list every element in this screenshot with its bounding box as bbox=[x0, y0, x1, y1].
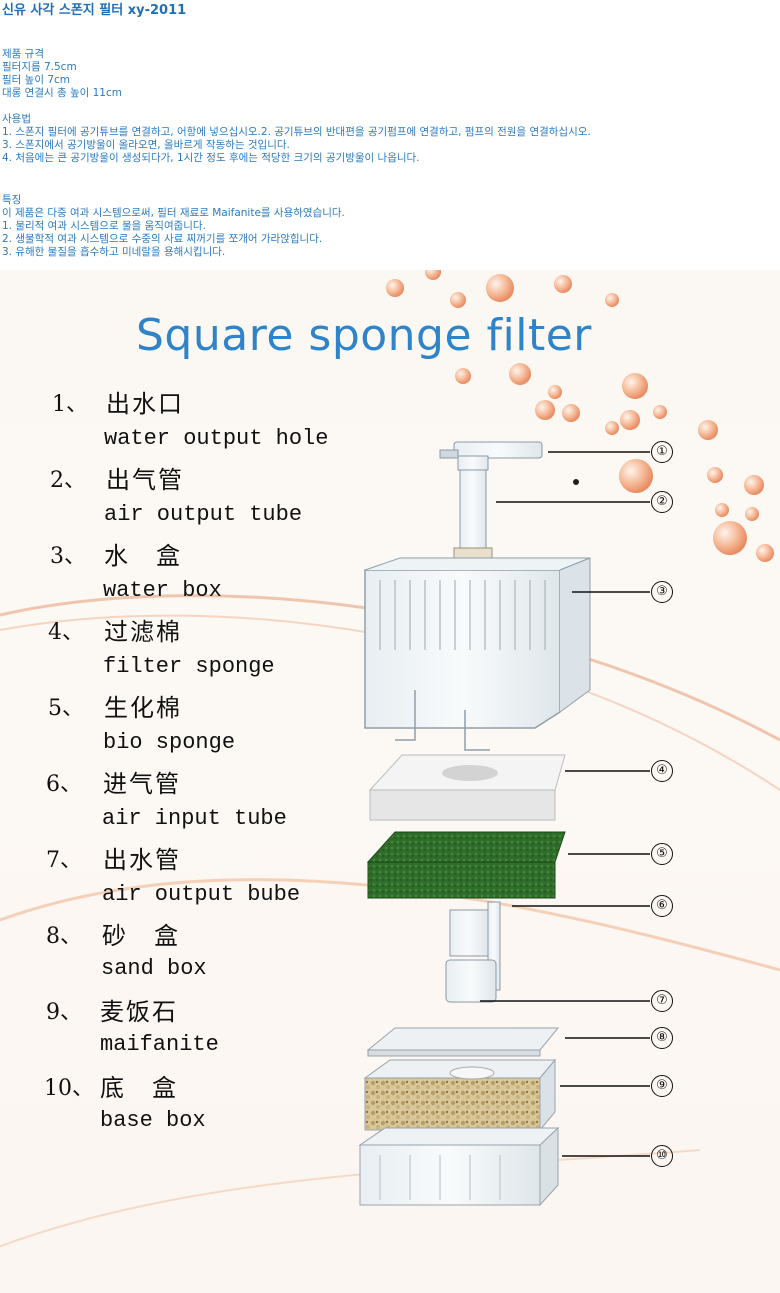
legend-number: 6、 bbox=[46, 772, 82, 797]
legend-number: 5、 bbox=[48, 696, 84, 721]
legend-chinese: 出气管 bbox=[106, 466, 184, 494]
legend-english: water box bbox=[103, 578, 222, 603]
legend-english: air output tube bbox=[104, 502, 303, 527]
dust-speck bbox=[573, 479, 579, 485]
callout-marker: ⑩ bbox=[651, 1145, 673, 1167]
usage-line: 3. 스폰지에서 공기방울이 올라오면, 올바르게 작동하는 것입니다. bbox=[2, 139, 290, 151]
product-description: 신유 사각 스폰지 필터 xy-2011 제품 규격 필터지름 7.5cm 필터… bbox=[0, 0, 780, 270]
legend-chinese: 水 盒 bbox=[104, 542, 182, 570]
water-output-hole-part bbox=[439, 441, 543, 471]
air-output-tube-bottom-part bbox=[445, 909, 497, 1003]
feature-line: 이 제품은 다중 여과 시스템으로써, 필터 재료로 Maifanite를 사용… bbox=[2, 207, 345, 219]
legend-chinese: 底 盒 bbox=[100, 1074, 178, 1102]
bio-sponge-part bbox=[366, 831, 566, 899]
legend-english: bio sponge bbox=[103, 730, 236, 755]
feature-heading: 특징 bbox=[2, 194, 22, 206]
legend-english: air output bube bbox=[102, 882, 301, 907]
poster-artwork bbox=[0, 270, 780, 1248]
callout-marker: ① bbox=[651, 441, 673, 463]
filter-sponge-part bbox=[368, 754, 566, 821]
legend-number: 4、 bbox=[48, 620, 84, 645]
legend-english: sand box bbox=[101, 956, 207, 981]
legend-number: 3、 bbox=[50, 544, 86, 569]
legend-chinese: 麦饭石 bbox=[100, 998, 178, 1026]
legend-english: maifanite bbox=[100, 1032, 219, 1057]
legend-number: 7、 bbox=[46, 848, 82, 873]
legend-number: 1、 bbox=[52, 392, 88, 417]
product-title: 신유 사각 스폰지 필터 xy-2011 bbox=[2, 3, 187, 18]
legend-chinese: 砂 盒 bbox=[102, 922, 180, 950]
leader-lines bbox=[480, 451, 650, 1157]
legend-chinese: 生化棉 bbox=[104, 694, 182, 722]
spec-line: 대롱 연결시 총 높이 11cm bbox=[2, 87, 122, 99]
water-box-part bbox=[364, 557, 591, 751]
legend-number: 8、 bbox=[46, 924, 82, 949]
swoosh-line bbox=[0, 1149, 701, 1248]
base-box-part bbox=[358, 1126, 560, 1207]
feature-line: 2. 생물학적 여과 시스템으로 수중의 사료 찌꺼기를 쪼개어 가라앉힙니다. bbox=[2, 233, 323, 245]
callout-marker: ⑦ bbox=[651, 990, 673, 1012]
usage-heading: 사용법 bbox=[2, 113, 31, 125]
bubble-decoration bbox=[386, 270, 774, 562]
usage-line: 4. 처음에는 큰 공기방울이 생성되다가, 1시간 정도 후에는 적당한 크기… bbox=[2, 152, 420, 164]
callout-marker: ⑨ bbox=[651, 1075, 673, 1097]
legend-english: filter sponge bbox=[103, 654, 275, 679]
filter-diagram-poster: Square sponge filter 1、 出水口 water output… bbox=[0, 270, 780, 1293]
callout-marker: ⑥ bbox=[651, 895, 673, 917]
feature-line: 3. 유해한 물질을 흡수하고 미네랄을 용해시킵니다. bbox=[2, 246, 226, 258]
legend-number: 9、 bbox=[46, 1000, 82, 1025]
legend-english: water output hole bbox=[104, 426, 329, 451]
legend-chinese: 出水管 bbox=[103, 846, 181, 874]
feature-line: 1. 물리적 여과 시스템으로 물을 움직여줍니다. bbox=[2, 220, 206, 232]
legend-chinese: 过滤棉 bbox=[104, 618, 182, 646]
callout-marker: ⑤ bbox=[651, 843, 673, 865]
callout-marker: ③ bbox=[651, 581, 673, 603]
legend-number: 2、 bbox=[50, 468, 86, 493]
legend-english: base box bbox=[100, 1108, 206, 1133]
poster-title: Square sponge filter bbox=[136, 310, 592, 361]
callout-marker: ④ bbox=[651, 760, 673, 782]
callout-marker: ⑧ bbox=[651, 1027, 673, 1049]
legend-chinese: 进气管 bbox=[103, 770, 181, 798]
legend-number: 10、 bbox=[44, 1076, 94, 1101]
sand-box-part bbox=[366, 1027, 560, 1057]
air-output-tube-part bbox=[453, 469, 493, 567]
callout-marker: ② bbox=[651, 491, 673, 513]
spec-line: 필터지름 7.5cm bbox=[2, 61, 77, 73]
usage-line: 1. 스폰지 필터에 공기튜브를 연결하고, 어항에 넣으십시오.2. 공기튜브… bbox=[2, 126, 591, 138]
spec-line: 필터 높이 7cm bbox=[2, 74, 70, 86]
spec-heading: 제품 규격 bbox=[2, 48, 44, 60]
legend-chinese: 出水口 bbox=[106, 390, 184, 418]
legend-english: air input tube bbox=[102, 806, 287, 831]
maifanite-part bbox=[363, 1058, 557, 1132]
